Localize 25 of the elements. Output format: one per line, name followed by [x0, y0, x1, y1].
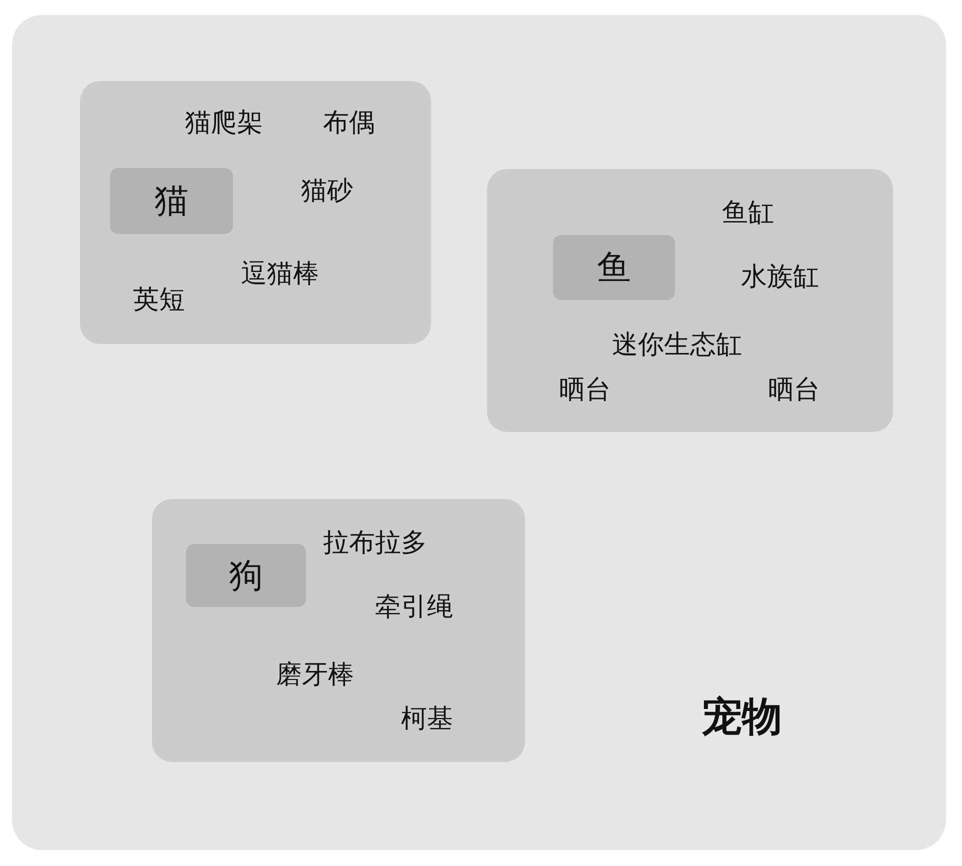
category-label: 狗 [228, 558, 264, 592]
item-label: 猫砂 [301, 178, 353, 204]
item-label: 拉布拉多 [323, 530, 427, 556]
item-label: 柯基 [401, 706, 453, 732]
category-label: 鱼 [596, 250, 632, 284]
item-label: 迷你生态缸 [612, 332, 742, 358]
category-label: 猫 [154, 184, 190, 218]
item-label: 英短 [133, 287, 185, 313]
item-label: 逗猫棒 [241, 261, 319, 287]
item-label: 鱼缸 [722, 200, 774, 226]
label-box [553, 235, 675, 300]
item-label: 晒台 [559, 377, 611, 403]
item-label: 水族缸 [741, 264, 819, 290]
item-label: 晒台 [768, 377, 820, 403]
label-box [110, 168, 233, 234]
item-label: 布偶 [323, 110, 375, 136]
category-title: 宠物 [702, 697, 782, 737]
category-box [12, 15, 946, 850]
label-box [186, 544, 306, 607]
group-box [487, 169, 893, 432]
item-label: 牵引绳 [375, 594, 453, 620]
group-box [152, 499, 525, 762]
item-label: 猫爬架 [185, 110, 263, 136]
group-box [80, 81, 431, 344]
item-label: 磨牙棒 [276, 662, 354, 688]
